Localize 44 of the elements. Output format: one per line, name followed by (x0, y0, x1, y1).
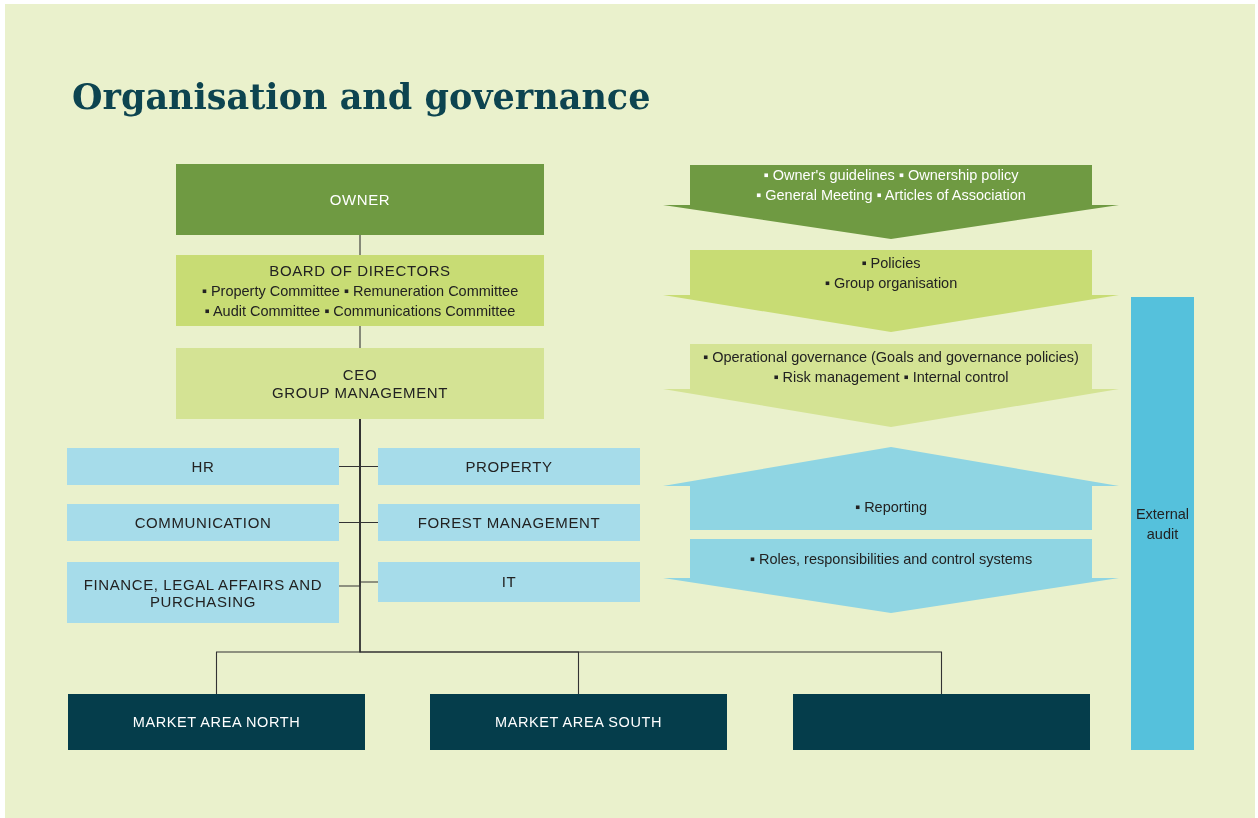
org-box (67, 562, 339, 623)
box-label: CEO (342, 365, 378, 384)
org-box (378, 562, 640, 602)
chevron-text: ▪ Owner's guidelines ▪ Ownership policy (763, 166, 1019, 185)
chevron-text: ▪ Risk management ▪ Internal control (773, 367, 1009, 387)
box-label: FOREST MANAGEMENT (417, 512, 601, 533)
box-label: FINANCE, LEGAL AFFAIRS AND PURCHASING (82, 575, 324, 610)
box-label: COMMUNICATION (134, 512, 272, 533)
chevron-banner (663, 447, 1119, 530)
chevron-banner (663, 250, 1119, 332)
org-box (67, 504, 339, 541)
box-label: IT (501, 572, 517, 592)
box-label: GROUP MANAGEMENT (272, 383, 448, 402)
connector-line (359, 234, 361, 256)
box-label: MARKET AREA SOUTH (494, 713, 663, 732)
box-label: PROPERTY (465, 456, 553, 477)
org-box (176, 255, 544, 326)
org-box (176, 164, 544, 235)
org-box (67, 448, 339, 485)
box-label: OWNER (329, 189, 391, 210)
box-label: External audit (1134, 504, 1191, 544)
org-box (1131, 297, 1194, 750)
chevron-banner (663, 344, 1119, 427)
chevron-banner (663, 539, 1119, 613)
chevron-text: ▪ Reporting (854, 498, 927, 517)
box-label: BOARD OF DIRECTORS (269, 260, 451, 281)
committee-list: ▪ Audit Committee ▪ Communications Committee (204, 300, 516, 321)
chevron-text: ▪ Operational governance (Goals and governance policies) (703, 347, 1079, 367)
diagram-title: Organisation and governance (72, 76, 651, 117)
box-label: MARKET AREA NORTH (132, 713, 301, 732)
org-box (176, 348, 544, 419)
org-box (378, 504, 640, 541)
chevron-text: ▪ Roles, responsibilities and control systems (749, 549, 1033, 569)
box (793, 694, 1090, 750)
org-box (378, 448, 640, 485)
connector-line (359, 325, 361, 349)
chevron-text: ▪ Group organisation (824, 273, 958, 293)
box-label: HR (191, 456, 215, 477)
chevron-text: ▪ Policies (861, 253, 921, 273)
org-box (68, 694, 365, 750)
committee-list: ▪ Property Committee ▪ Remuneration Committee (201, 280, 519, 301)
org-box (430, 694, 727, 750)
chevron-text: ▪ General Meeting ▪ Articles of Association (756, 186, 1026, 205)
chevron-banner (663, 165, 1119, 239)
